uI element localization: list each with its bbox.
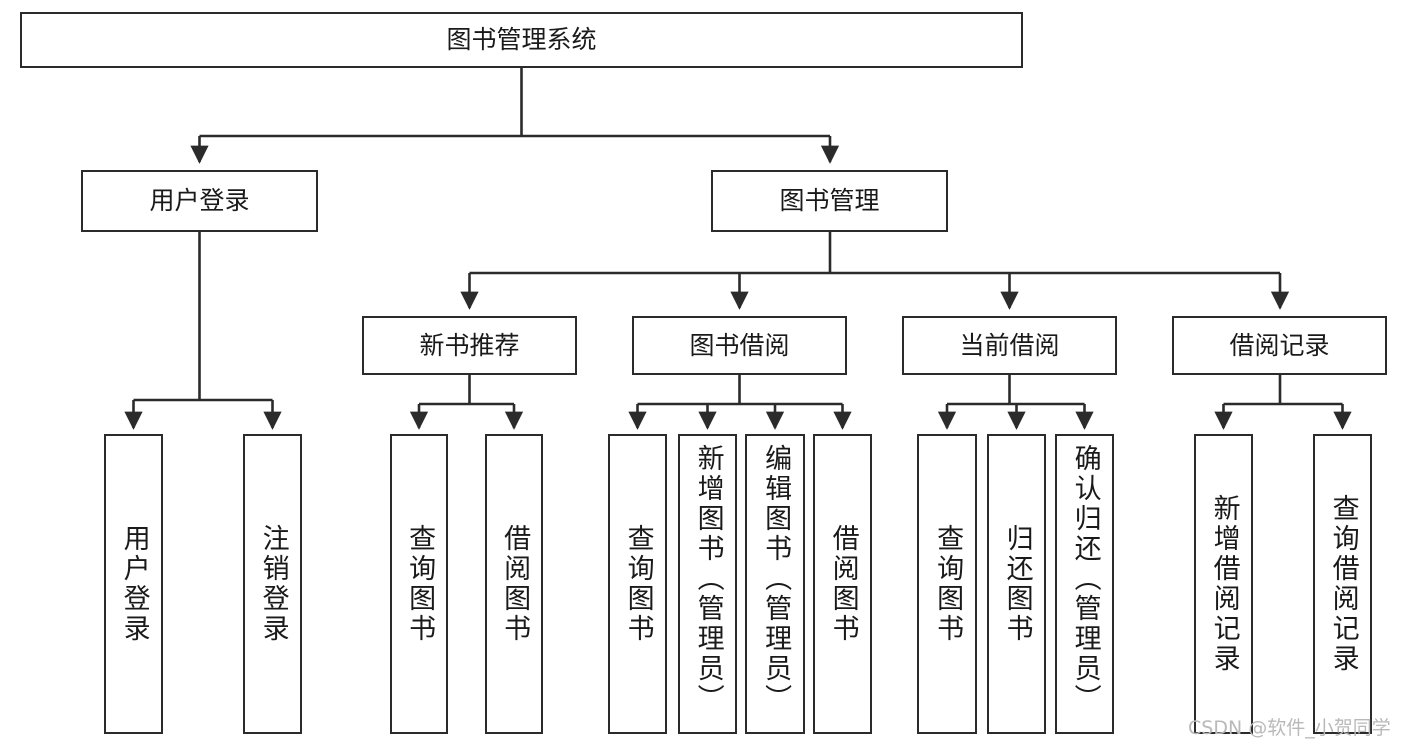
node-borrow-record-label: 借阅记录 (1229, 330, 1330, 360)
leaf-user-login-1[interactable]: 注销登录 (243, 434, 302, 734)
node-book-manage[interactable]: 图书管理 (711, 170, 948, 232)
node-current-borrow-label: 当前借阅 (959, 330, 1060, 360)
node-new-book[interactable]: 新书推荐 (362, 316, 577, 375)
leaf-current-borrow-2[interactable]: 确认归还（管理员） (1055, 434, 1114, 734)
leaf-current-borrow-1-label: 归还图书 (1001, 524, 1033, 644)
leaf-borrow-record-0-label: 新增借阅记录 (1208, 494, 1240, 674)
leaf-book-borrow-1[interactable]: 新增图书（管理员） (678, 434, 737, 734)
leaf-book-borrow-0-label: 查询图书 (622, 524, 654, 644)
node-current-borrow[interactable]: 当前借阅 (902, 316, 1117, 375)
leaf-new-book-0-label: 查询图书 (404, 524, 436, 644)
leaf-new-book-1[interactable]: 借阅图书 (485, 434, 543, 734)
leaf-current-borrow-1[interactable]: 归还图书 (987, 434, 1046, 734)
leaf-book-borrow-3-label: 借阅图书 (827, 524, 859, 644)
leaf-current-borrow-2-label: 确认归还（管理员） (1069, 444, 1101, 714)
leaf-current-borrow-0-label: 查询图书 (932, 524, 964, 644)
node-book-borrow[interactable]: 图书借阅 (632, 316, 847, 375)
leaf-book-borrow-1-label: 新增图书（管理员） (692, 444, 724, 714)
node-borrow-record[interactable]: 借阅记录 (1172, 316, 1387, 375)
leaf-new-book-0[interactable]: 查询图书 (390, 434, 448, 734)
leaf-book-borrow-3[interactable]: 借阅图书 (813, 434, 872, 734)
leaf-borrow-record-1[interactable]: 查询借阅记录 (1313, 434, 1372, 734)
node-book-manage-label: 图书管理 (779, 186, 880, 216)
leaf-book-borrow-2[interactable]: 编辑图书（管理员） (745, 434, 805, 734)
leaf-current-borrow-0[interactable]: 查询图书 (917, 434, 977, 734)
leaf-user-login-0-label: 用户登录 (118, 524, 150, 644)
leaf-book-borrow-2-label: 编辑图书（管理员） (760, 444, 792, 714)
leaf-user-login-1-label: 注销登录 (257, 524, 289, 644)
leaf-borrow-record-0[interactable]: 新增借阅记录 (1194, 434, 1253, 734)
node-root[interactable]: 图书管理系统 (20, 12, 1023, 68)
leaf-borrow-record-1-label: 查询借阅记录 (1327, 494, 1359, 674)
csdn-watermark: CSDN @软件_小贺同学 (1188, 717, 1391, 739)
node-book-borrow-label: 图书借阅 (689, 330, 790, 360)
leaf-book-borrow-0[interactable]: 查询图书 (608, 434, 667, 734)
leaf-new-book-1-label: 借阅图书 (499, 524, 531, 644)
node-user-login[interactable]: 用户登录 (81, 170, 318, 232)
leaf-user-login-0[interactable]: 用户登录 (104, 434, 163, 734)
node-new-book-label: 新书推荐 (419, 330, 520, 360)
node-user-login-label: 用户登录 (149, 186, 250, 216)
node-root-label: 图书管理系统 (446, 25, 597, 55)
